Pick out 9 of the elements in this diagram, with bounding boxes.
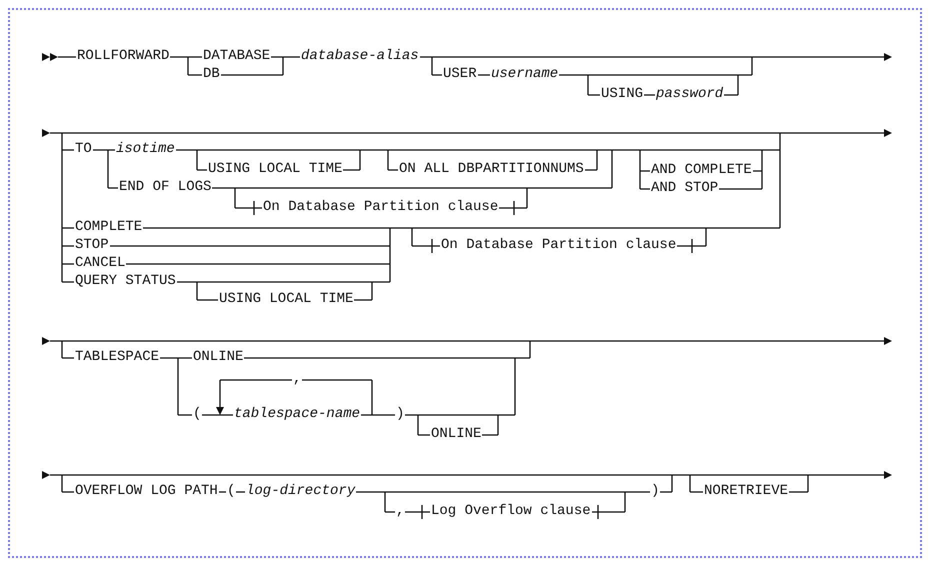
- syntax-keyword: QUERY STATUS: [74, 274, 177, 289]
- syntax-symbol: (: [192, 407, 202, 422]
- syntax-symbol: ): [395, 407, 406, 422]
- fragment-reference: Log Overflow clause: [430, 504, 592, 519]
- syntax-symbol: ): [650, 484, 660, 499]
- syntax-variable: tablespace-name: [233, 407, 362, 422]
- syntax-variable: log-directory: [245, 484, 356, 499]
- syntax-symbol: (: [226, 484, 236, 499]
- syntax-variable: password: [655, 87, 724, 102]
